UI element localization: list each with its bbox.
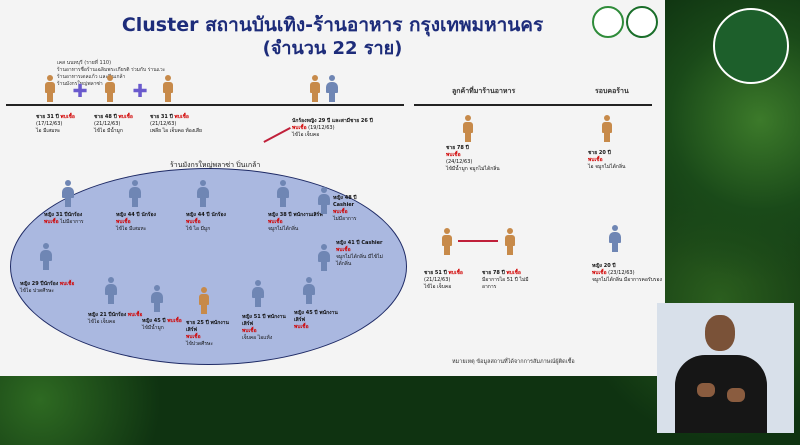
top-note-list: เคส นนทบุรี (รายที่ 110) ร้านอาหารชื่อร้… [57,60,165,88]
slide-title: Cluster สถานบันเทิง-ร้านอาหาร กรุงเทพมหา… [121,14,544,36]
female-person-icon [318,187,330,214]
footnote: หมายเหตุ ข้อมูลสถานที่ได้จากการสัมภาษณ์ผ… [452,359,575,365]
case-label: หญิง 51 ปี พนักงานเสิร์ฟพบเชื้อเจ็บคอ ไอ… [242,314,286,341]
female-person-icon [303,277,315,304]
female-person-icon [151,285,163,312]
timeline-line [414,104,652,106]
transmission-arrow [263,127,291,143]
slide-subtitle: (จำนวน 22 ราย) [262,38,403,59]
female-person-icon [252,280,264,307]
case-label: ชาย 20 ปีพบเชื้อ ไอ จมูกไม่ได้กลิ่น [588,150,626,170]
female-person-icon [277,180,289,207]
female-person-icon [129,180,141,207]
case-label: ชาย 78 ปีพบเชื้อ (24/12/63)ไข้มีน้ำมูก จ… [446,145,500,172]
top-note: เคส นนทบุรี (รายที่ 110) [57,60,112,66]
female-person-icon [197,180,209,207]
case-label: ชาย 31 ปี พบเชื้อ (21/12/63)เพลีย ไอ เจ็… [150,114,202,134]
case-label: หญิง 44 ปี นักร้องพบเชื้อไข้ไอ มีเสมหะ [116,212,156,232]
top-note: ร้านอาหารเดลแก้ว และปิ่นเกล้า [57,74,126,80]
case-label: หญิง 20 ปี พบเชื้อ (23/12/63) จมูกไม่ได้… [592,263,662,283]
male-person-icon [162,75,174,102]
male-person-icon [104,75,116,102]
male-person-icon [441,228,453,255]
sign-language-interpreter [657,303,794,433]
female-person-icon [326,75,338,102]
slide: Cluster สถานบันเทิง-ร้านอาหาร กรุงเทพมหา… [0,0,665,376]
around-shop-header: รอบคอร้าน [595,87,629,95]
cluster-ellipse [10,168,407,365]
top-note: ร้านอาหารชื่อร้านเฉลิมพระเกียรติ ร่วมกับ… [57,67,166,73]
female-person-icon [62,180,74,207]
transmission-arrow [458,240,498,242]
ministry-public-health-emblem-icon [713,8,789,84]
case-label: หญิง 29 ปีนักร้อง พบเชื้อไข้ไอ ปวดศีรษะ [20,281,75,294]
restaurant-customers-header: ลูกค้าที่มาร้านอาหาร [452,87,516,95]
male-person-icon [504,228,516,255]
case-label: หญิง 31 ปีนักร้องพบเชื้อ ไม่มีอาการ [44,212,84,225]
moph-seal-icon [592,6,624,38]
cluster-title: ร้านมังกรใหญ่พลาซ่า ปิ่นเกล้า [170,161,261,169]
case-label: หญิง 21 ปีนักร้อง พบเชื้อไข้ไอ เจ็บคอ [88,312,143,325]
hospital-cross-icon: ✚ [72,81,88,102]
case-label: หญิง 45 ปี พบเชื้อไข้มีน้ำมูก [142,318,182,331]
dept-seal-icon [626,6,658,38]
male-person-icon [462,115,474,142]
case-label: ชาย 31 ปี พบเชื้อ (17/12/63)ไอ มีเสมหะ [36,114,75,134]
case-label: ชาย 25 ปี พนักงานเสิร์ฟพบเชื้อไข้ปวดศีรษ… [186,320,229,347]
female-person-icon [318,244,330,271]
male-person-icon [198,287,210,314]
case-label: หญิง 38 ปี พนักงานเสิร์ฟพบเชื้อจมูกไม่ได… [268,212,323,232]
female-person-icon [105,277,117,304]
timeline-line [6,104,404,106]
female-person-icon [40,243,52,270]
case-label: ชาย 48 ปี พบเชื้อ (21/12/63)ไข้ไอ มีน้ำม… [94,114,133,134]
male-person-icon [44,75,56,102]
case-label: ชาย 51 ปี พบเชื้อ (21/12/63)ไข้ไอ เจ็บคอ [424,270,463,290]
male-person-icon [309,75,321,102]
male-person-icon [601,115,613,142]
case-label: หญิง 44 ปี นักร้องพบเชื้อไข้ ไอ มีมูก [186,212,226,232]
top-note: ร้านมังกรใหญ่พลาซ่า [57,81,103,87]
female-person-icon [609,225,621,252]
case-label: หญิง 45 ปี พนักงานเสิร์ฟพบเชื้อ [294,310,338,330]
case-label: ชาย 78 ปี พบเชื้อ มีอาการไอ 51 ปี ไม่มีอ… [482,270,529,290]
hospital-cross-icon: ✚ [132,81,148,102]
case-label: นักร้องหญิง 29 ปี และสามีชาย 26 ปี พบเชื… [292,118,373,138]
